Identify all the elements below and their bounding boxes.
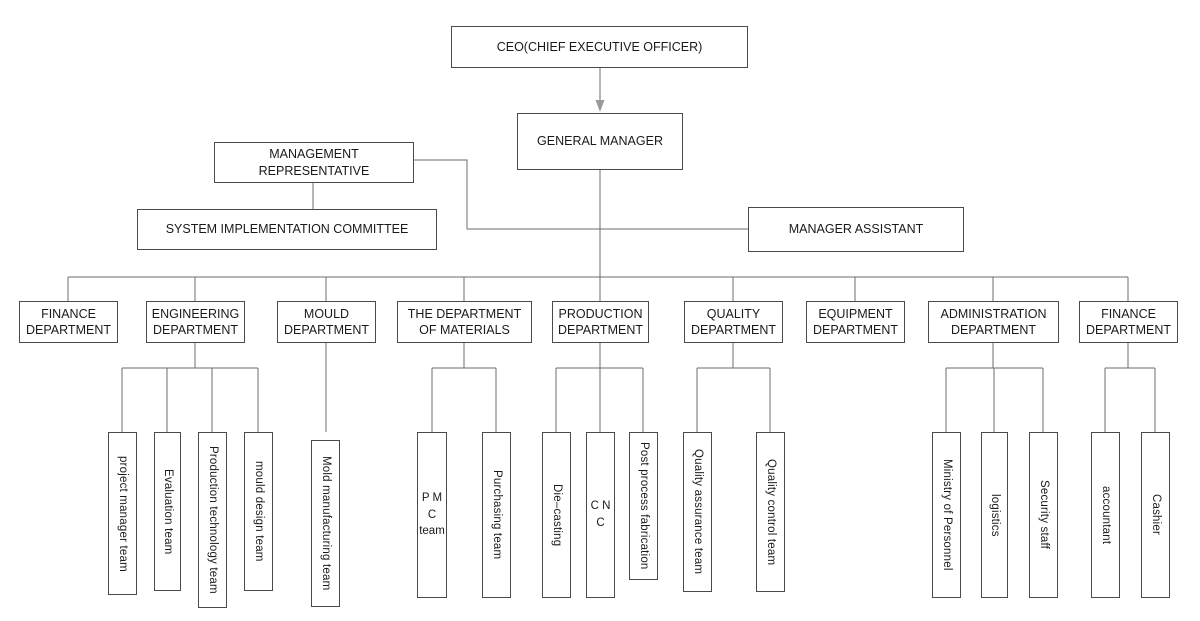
node-equipment-department[interactable]: EQUIPMENT DEPARTMENT	[806, 301, 905, 343]
node-evaluation-team[interactable]: Evaluation team	[154, 432, 181, 591]
node-general-manager[interactable]: GENERAL MANAGER	[517, 113, 683, 170]
wire-mr-to-gm-spine	[414, 159, 600, 230]
node-system-implementation-committee-label: SYSTEM IMPLEMENTATION COMMITTEE	[165, 222, 409, 237]
node-finance-department-right-label: FINANCE DEPARTMENT	[1086, 306, 1171, 338]
node-cashier[interactable]: Cashier	[1141, 432, 1170, 598]
node-project-manager-team-label: project manager team	[117, 455, 130, 572]
node-mould-department-label: MOULD DEPARTMENT	[284, 306, 369, 338]
node-security-staff-label: Security staff	[1038, 480, 1051, 550]
node-system-implementation-committee[interactable]: SYSTEM IMPLEMENTATION COMMITTEE	[137, 209, 437, 250]
node-accountant[interactable]: accountant	[1091, 432, 1120, 598]
node-post-process-fabrication[interactable]: Post process fabrication	[629, 432, 658, 580]
node-department-of-materials[interactable]: THE DEPARTMENT OF MATERIALS	[397, 301, 532, 343]
node-post-process-fabrication-label: Post process fabrication	[638, 442, 651, 570]
node-engineering-department[interactable]: ENGINEERING DEPARTMENT	[146, 301, 245, 343]
node-accountant-label: accountant	[1100, 485, 1113, 545]
node-mold-manufacturing-team[interactable]: Mold manufacturing team	[311, 440, 340, 607]
node-production-technology-team-label: Production technology team	[207, 446, 220, 594]
node-manager-assistant-label: MANAGER ASSISTANT	[788, 222, 924, 237]
node-cnc[interactable]: C N C	[586, 432, 615, 598]
node-mould-department[interactable]: MOULD DEPARTMENT	[277, 301, 376, 343]
node-quality-department-label: QUALITY DEPARTMENT	[691, 306, 776, 338]
node-cnc-label: C N C	[590, 500, 611, 529]
arrowhead-icon	[595, 100, 605, 112]
node-administration-department-label: ADMINISTRATION DEPARTMENT	[940, 306, 1047, 338]
node-quality-control-team[interactable]: Quality control team	[756, 432, 785, 592]
node-department-of-materials-label: THE DEPARTMENT OF MATERIALS	[407, 306, 522, 338]
node-production-technology-team[interactable]: Production technology team	[198, 432, 227, 608]
node-evaluation-team-label: Evaluation team	[162, 468, 175, 555]
node-production-department[interactable]: PRODUCTION DEPARTMENT	[552, 301, 649, 343]
node-finance-department-right[interactable]: FINANCE DEPARTMENT	[1079, 301, 1178, 343]
node-finance-department-left[interactable]: FINANCE DEPARTMENT	[19, 301, 118, 343]
node-mould-design-team-label: mould design team	[253, 461, 266, 562]
node-ceo[interactable]: CEO(CHIEF EXECUTIVE OFFICER)	[451, 26, 748, 68]
node-management-representative[interactable]: MANAGEMENT REPRESENTATIVE	[214, 142, 414, 183]
node-purchasing-team-label: Purchasing team	[491, 470, 504, 560]
node-ceo-label: CEO(CHIEF EXECUTIVE OFFICER)	[496, 39, 703, 54]
node-ministry-of-personnel-label: Ministry of Personnel	[941, 459, 954, 571]
node-quality-assurance-team-label: Quality assurance team	[692, 449, 705, 575]
node-pmc-team[interactable]: P M C team	[417, 432, 447, 598]
node-equipment-department-label: EQUIPMENT DEPARTMENT	[813, 306, 898, 338]
node-manager-assistant[interactable]: MANAGER ASSISTANT	[748, 207, 964, 252]
node-finance-department-left-label: FINANCE DEPARTMENT	[26, 306, 111, 338]
node-purchasing-team[interactable]: Purchasing team	[482, 432, 511, 598]
node-logistics-label: logistics	[989, 493, 1002, 537]
node-engineering-department-label: ENGINEERING DEPARTMENT	[151, 306, 240, 338]
node-pmc-team-label: P M C team	[419, 491, 445, 538]
node-management-representative-label: MANAGEMENT REPRESENTATIVE	[258, 147, 370, 178]
node-quality-assurance-team[interactable]: Quality assurance team	[683, 432, 712, 592]
node-mold-manufacturing-team-label: Mold manufacturing team	[320, 456, 333, 591]
node-die-casting-label: Die–casting	[551, 483, 564, 547]
node-cashier-label: Cashier	[1150, 494, 1163, 536]
node-quality-control-team-label: Quality control team	[765, 458, 778, 566]
node-general-manager-label: GENERAL MANAGER	[537, 134, 663, 149]
node-project-manager-team[interactable]: project manager team	[108, 432, 137, 595]
node-administration-department[interactable]: ADMINISTRATION DEPARTMENT	[928, 301, 1059, 343]
node-quality-department[interactable]: QUALITY DEPARTMENT	[684, 301, 783, 343]
node-die-casting[interactable]: Die–casting	[542, 432, 571, 598]
node-production-department-label: PRODUCTION DEPARTMENT	[558, 306, 643, 338]
node-mould-design-team[interactable]: mould design team	[244, 432, 273, 591]
node-logistics[interactable]: logistics	[981, 432, 1008, 598]
node-security-staff[interactable]: Security staff	[1029, 432, 1058, 598]
node-ministry-of-personnel[interactable]: Ministry of Personnel	[932, 432, 961, 598]
